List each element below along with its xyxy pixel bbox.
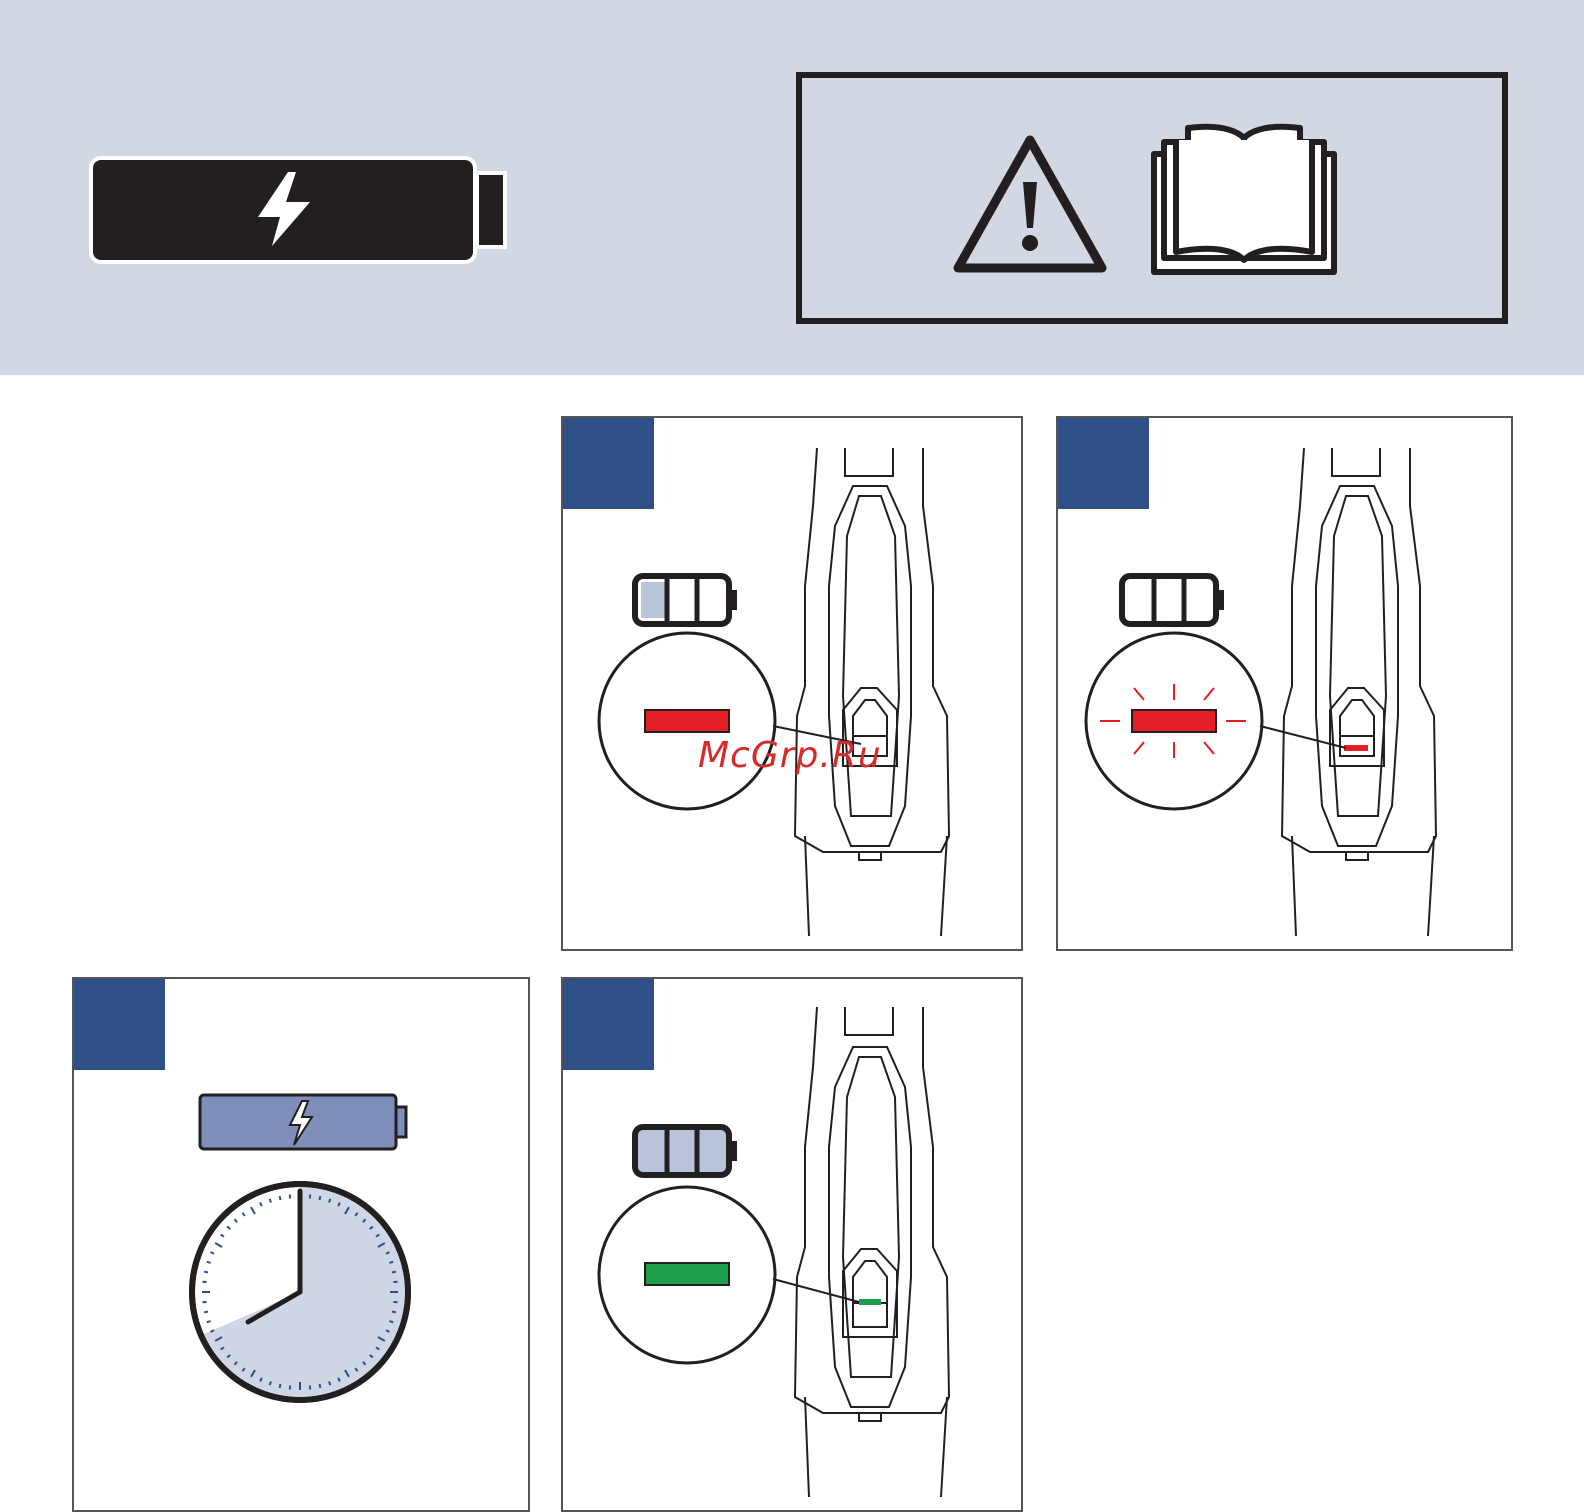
- clock-tick: [270, 1381, 271, 1385]
- empty-battery-illustration: [1056, 416, 1513, 951]
- red-indicator-light: [645, 710, 729, 732]
- clock-tick: [329, 1381, 330, 1385]
- clock-icon: [192, 1184, 408, 1400]
- clock-tick: [270, 1199, 271, 1203]
- red-flashing-indicator-light: [1132, 710, 1216, 732]
- battery-level-icon: [1122, 576, 1224, 624]
- watermark-text: McGrp.Ru: [698, 735, 882, 776]
- clock-tick: [207, 1321, 211, 1322]
- full-battery-illustration: [561, 977, 1023, 1512]
- clock-tick: [204, 1272, 208, 1273]
- clock-tick: [320, 1384, 321, 1388]
- clock-tick: [389, 1262, 393, 1263]
- warning-triangle-icon: [950, 130, 1110, 275]
- clock-tick: [389, 1321, 393, 1322]
- battery-level-icon: [635, 576, 737, 624]
- clock-tick: [280, 1196, 281, 1200]
- clock-tick: [204, 1312, 208, 1313]
- safety-notice-box: [796, 72, 1508, 324]
- low-battery-illustration: [561, 416, 1023, 951]
- charging-time-illustration: [72, 977, 530, 1512]
- green-indicator-light: [645, 1263, 729, 1285]
- clock-tick: [280, 1384, 281, 1388]
- clock-tick: [392, 1272, 396, 1273]
- charging-battery-icon: [88, 155, 512, 265]
- charging-battery-small-icon: [200, 1095, 406, 1149]
- clock-tick: [329, 1199, 330, 1203]
- clock-tick: [320, 1196, 321, 1200]
- battery-level-icon: [635, 1127, 737, 1175]
- clock-tick: [207, 1262, 211, 1263]
- read-manual-icon: [1148, 120, 1342, 280]
- clock-tick: [392, 1312, 396, 1313]
